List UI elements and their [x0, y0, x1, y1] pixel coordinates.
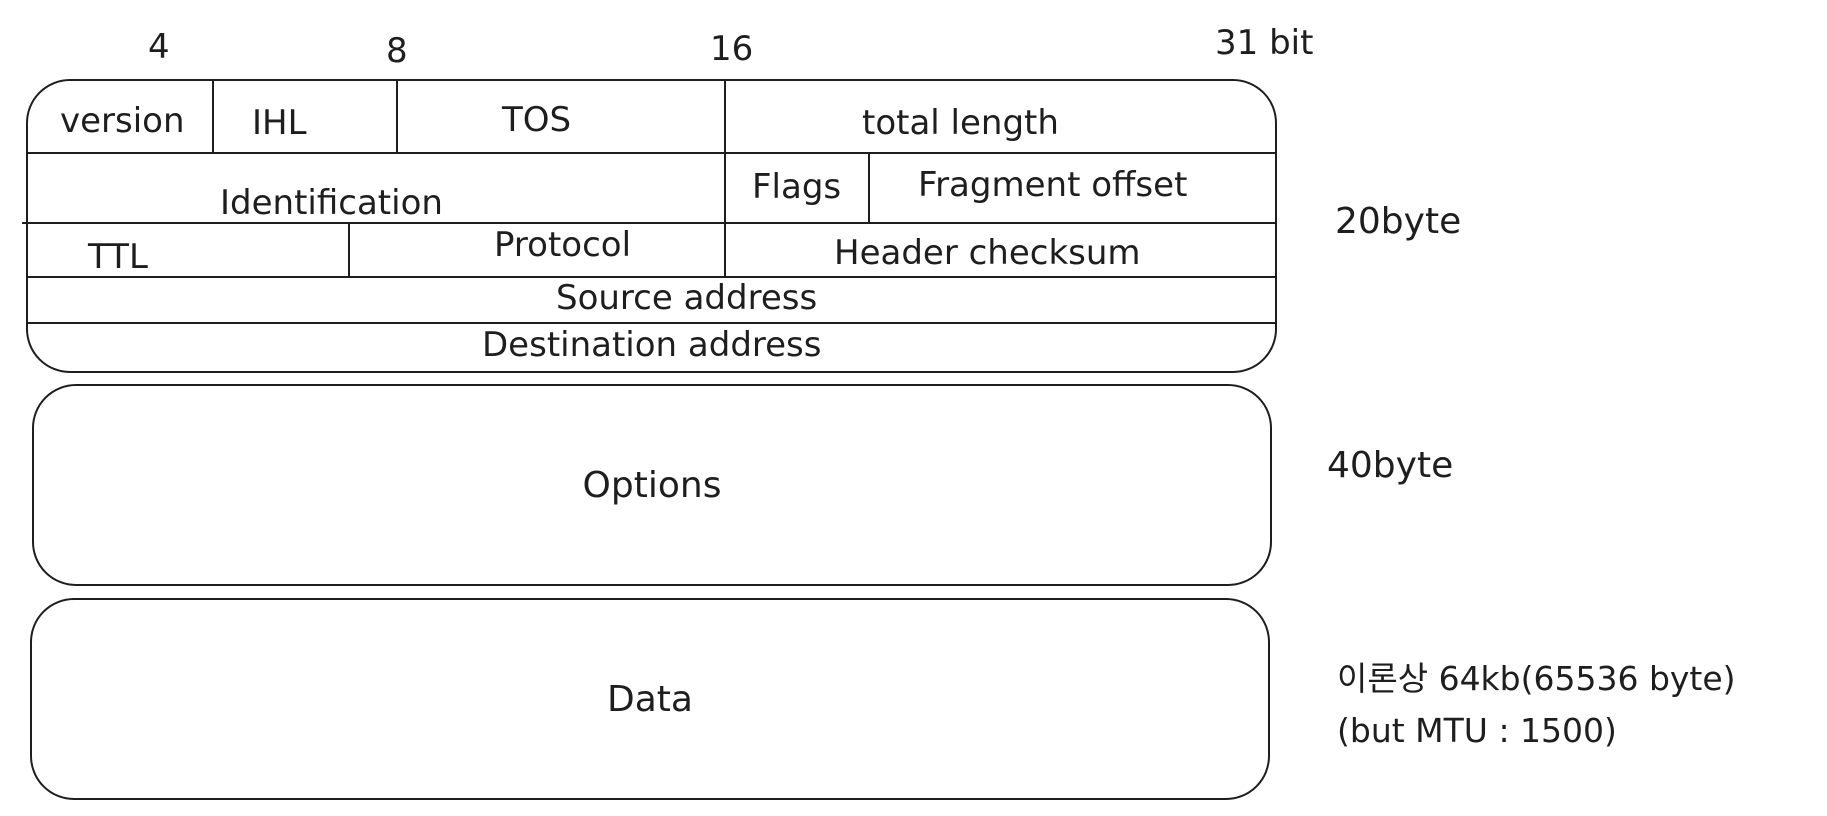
field-source-address: Source address	[556, 278, 818, 318]
field-fragment-offset: Fragment offset	[918, 165, 1188, 205]
bit-marker-16: 16	[710, 29, 754, 69]
field-destination-address: Destination address	[482, 325, 822, 365]
row-divider-3	[26, 276, 1277, 278]
row-divider-2	[22, 222, 1277, 224]
header-size-label: 20byte	[1335, 201, 1462, 242]
field-protocol: Protocol	[494, 225, 632, 265]
options-block	[32, 384, 1272, 586]
field-version: version	[60, 101, 185, 141]
data-size-label-line2: (but MTU : 1500)	[1337, 711, 1617, 750]
data-size-label-line1: 이론상 64kb(65536 byte)	[1337, 659, 1736, 698]
bit-marker-4: 4	[148, 27, 170, 67]
options-label: Options	[582, 464, 722, 506]
divider-flags-offset	[868, 152, 870, 222]
divider-16bit	[724, 79, 726, 276]
options-size-label: 40byte	[1327, 445, 1454, 486]
data-block	[30, 598, 1270, 800]
divider-version-ihl	[212, 79, 214, 152]
data-label: Data	[607, 678, 693, 720]
divider-ttl-protocol	[348, 222, 350, 276]
field-ihl: IHL	[252, 103, 307, 143]
field-flags: Flags	[752, 167, 842, 207]
row-divider-4	[26, 322, 1277, 324]
field-tos: TOS	[502, 100, 572, 140]
divider-ihl-tos	[396, 79, 398, 152]
bit-marker-8: 8	[386, 31, 408, 71]
bit-marker-31: 31 bit	[1215, 23, 1314, 63]
field-total-length: total length	[862, 103, 1059, 143]
row-divider-1	[26, 152, 1277, 154]
field-header-checksum: Header checksum	[834, 233, 1141, 273]
field-ttl: TTL	[88, 237, 148, 277]
field-identification: Identification	[220, 183, 443, 223]
ip-header-block	[26, 79, 1277, 373]
